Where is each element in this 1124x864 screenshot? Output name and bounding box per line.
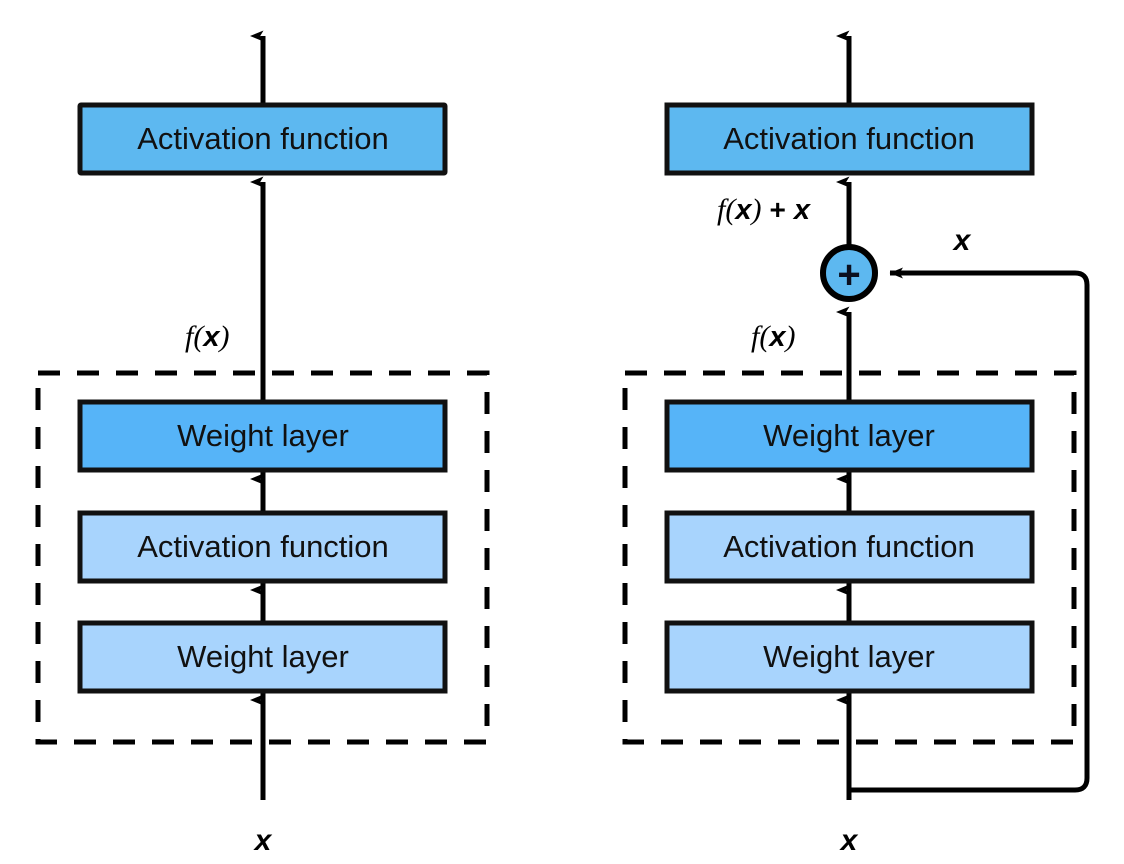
svg-text:f(x)+x: f(x)+x [717, 193, 812, 226]
residual-sum-output-label: f(x)+x [717, 193, 812, 226]
plain-weight-layer-bottom-label: Weight layer [177, 639, 349, 674]
residual-top-activation-rect[interactable] [664, 102, 1035, 176]
residual-top-activation-block[interactable]: Activation function [664, 102, 1035, 176]
residual-sum-arg: x [733, 194, 753, 226]
residual-sum-close: ) [749, 193, 761, 226]
residual-skip-connection-path [849, 267, 1090, 793]
residual-weight-layer-top-label: Weight layer [763, 418, 935, 453]
plus-icon: + [837, 253, 860, 297]
residual-input-label: x [839, 824, 859, 857]
residual-dashed-group [622, 370, 1077, 745]
plain-weight-layer-bottom-block[interactable]: Weight layer [77, 620, 448, 694]
residual-sum-open: ( [725, 193, 737, 226]
plain-top-activation-block[interactable]: Activation function [77, 102, 448, 176]
residual-adder-node[interactable]: + [820, 244, 878, 302]
residual-inner-activation-rect[interactable] [664, 510, 1035, 584]
residual-fx-close: ) [783, 320, 795, 353]
plain-weight-layer-top-block[interactable]: Weight layer [77, 399, 448, 473]
plain-fx-close: ) [217, 320, 229, 353]
residual-fx-arg: x [767, 321, 787, 353]
plain-block-diagram: Activation function f(x) Weight layer Ac… [35, 30, 490, 857]
residual-sum-op: + [769, 194, 785, 225]
plain-top-activation-label: Activation function [137, 121, 389, 156]
plain-dashed-group [35, 370, 490, 745]
residual-weight-layer-top-rect[interactable] [664, 399, 1035, 473]
plain-weight-layer-bottom-rect[interactable] [77, 620, 448, 694]
residual-inner-activation-block[interactable]: Activation function [664, 510, 1035, 584]
plain-inner-activation-block[interactable]: Activation function [77, 510, 448, 584]
plain-input-label: x [253, 824, 273, 857]
residual-skip-label: x [952, 224, 972, 257]
residual-fx-open: ( [759, 320, 771, 353]
residual-inner-activation-label: Activation function [723, 529, 975, 564]
residual-sum-term: x [792, 194, 812, 226]
residual-top-activation-label: Activation function [723, 121, 975, 156]
adder-circle[interactable] [820, 244, 878, 302]
plain-fx-arg: x [201, 321, 221, 353]
residual-weight-layer-bottom-rect[interactable] [664, 620, 1035, 694]
plain-inner-activation-label: Activation function [137, 529, 389, 564]
residual-weight-layer-bottom-block[interactable]: Weight layer [664, 620, 1035, 694]
residual-block-diagram-group: Activation function f(x)+x x + f(x) [622, 30, 1090, 857]
plain-top-activation-rect[interactable] [77, 102, 448, 176]
plain-fx-label: f(x) [185, 320, 229, 353]
plain-weight-layer-top-rect[interactable] [77, 399, 448, 473]
residual-weight-layer-top-block[interactable]: Weight layer [664, 399, 1035, 473]
residual-weight-layer-bottom-label: Weight layer [763, 639, 935, 674]
svg-text:f(x): f(x) [185, 320, 229, 353]
residual-fx-label: f(x) [751, 320, 795, 353]
plain-inner-activation-rect[interactable] [77, 510, 448, 584]
plain-fx-open: ( [193, 320, 205, 353]
plain-weight-layer-top-label: Weight layer [177, 418, 349, 453]
svg-text:f(x): f(x) [751, 320, 795, 353]
